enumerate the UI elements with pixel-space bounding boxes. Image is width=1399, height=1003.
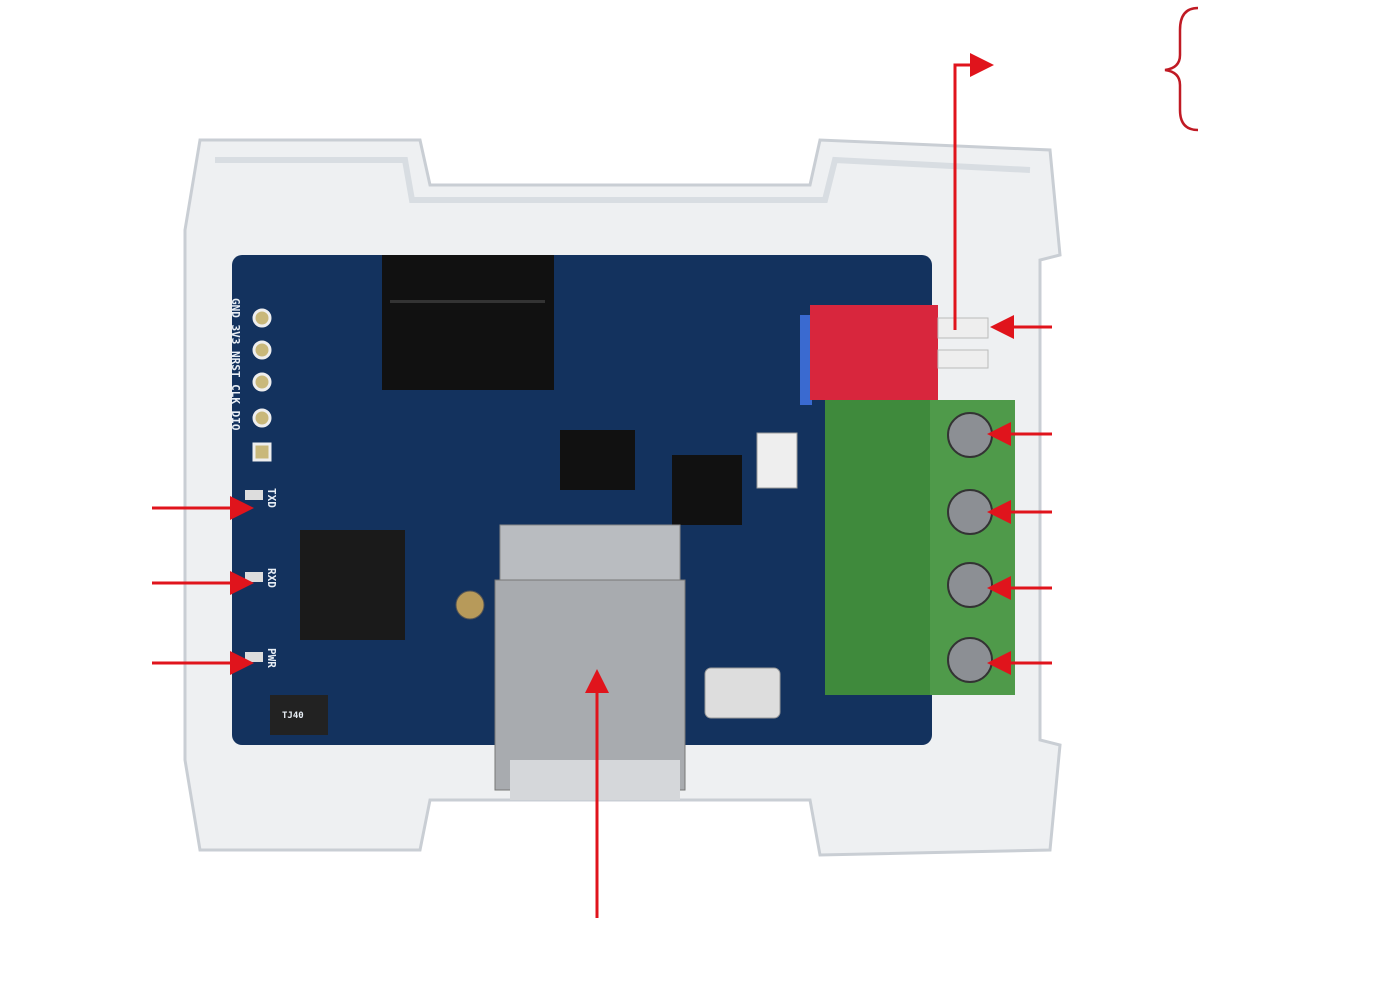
box-header-connector [382, 255, 554, 390]
brace [1164, 6, 1199, 132]
txd-led [245, 490, 263, 500]
crystal [756, 432, 798, 489]
rxd-label: RXD [265, 568, 278, 588]
screw-terminal-block [825, 400, 1015, 695]
callout-arrows [152, 6, 1199, 918]
arrow-power-top [953, 53, 994, 330]
usb-b-port [455, 524, 686, 800]
power-connector [800, 305, 989, 405]
inductor [704, 667, 781, 719]
rxd-led [245, 572, 263, 582]
txd-label: TXD [265, 488, 278, 508]
isolator-chip [672, 455, 742, 525]
mcu-chip [300, 530, 405, 640]
eeprom-chip [560, 430, 635, 490]
pwr-label: PWR [265, 648, 278, 668]
debug-header [252, 308, 272, 462]
header-pin-labels: GND 3V3 NRST CLK DIO [229, 298, 242, 431]
pwr-led [245, 652, 263, 662]
ic-mark: TJ40 [282, 711, 304, 721]
